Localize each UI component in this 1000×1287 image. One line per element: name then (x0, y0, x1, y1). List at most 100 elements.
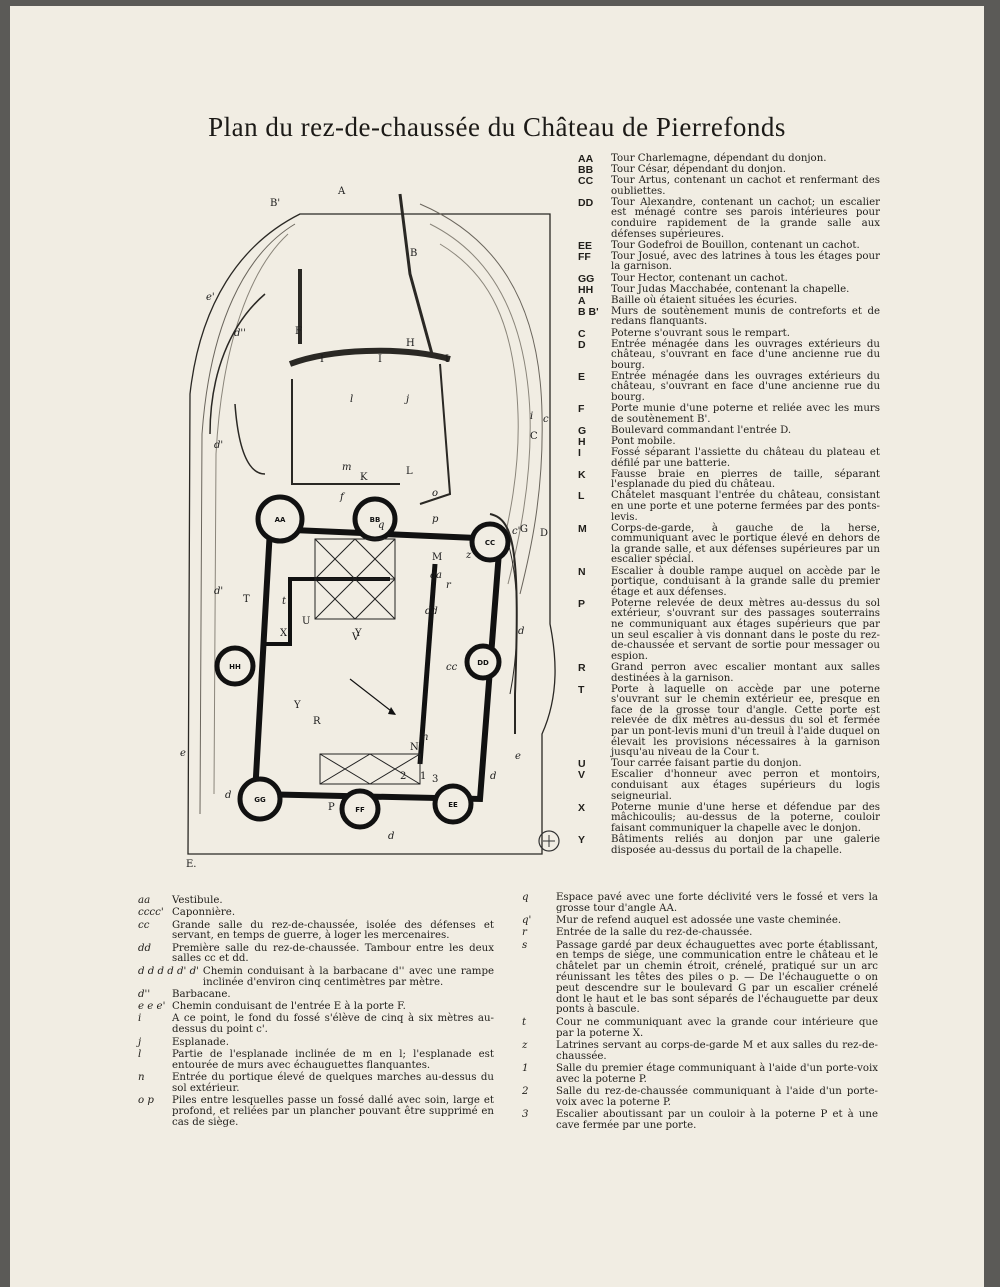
tower-cc-ne (469, 521, 511, 563)
legend-text: Tour carrée faisant partie du donjon. (611, 758, 802, 770)
legend-key: HH (578, 283, 594, 296)
legend-key: X (578, 801, 586, 814)
legend-key: T (578, 683, 585, 696)
legend-key: P (578, 597, 586, 610)
label-dp1: d' (214, 440, 223, 451)
legend-text: Poterne relevée de deux mètres au-dessus… (611, 597, 880, 662)
legend-key: dd (138, 942, 152, 954)
legend-key: cccc' (138, 907, 164, 919)
legend-key: r (522, 927, 527, 939)
legend-text: Espace pavé avec une forte déclivité ver… (556, 892, 878, 914)
legend-text: Salle du premier étage communiquant à l'… (556, 1062, 878, 1085)
legend-key: V (578, 769, 586, 782)
legend-text: Tour Judas Macchabée, contenant la chape… (611, 283, 850, 295)
legend-key: FF (578, 250, 591, 263)
label-y2: Y (293, 700, 301, 711)
label-a: A (337, 186, 346, 197)
tower-ff (339, 788, 381, 830)
legend-key: C (578, 327, 586, 340)
label-one: 1 (420, 771, 426, 782)
label-f-small: f (339, 492, 346, 503)
legend-text: Entrée ménagée dans les ouvrages extérie… (611, 370, 880, 404)
legend-text: Poterne s'ouvrant sous le rempart. (611, 327, 790, 339)
legend-text: Escalier d'honneur avec perron et montoi… (611, 769, 880, 802)
legend-text: Salle du rez-de-chaussée communiquant à … (556, 1086, 878, 1108)
tower-hh (214, 645, 256, 687)
label-l: L (406, 466, 413, 477)
label-m: M (432, 552, 442, 563)
legend-key: i (138, 1013, 142, 1025)
label-f: F (295, 326, 302, 337)
legend-entry: V Escalier d'honneur avec perron et monto… (578, 770, 880, 802)
label-r: R (313, 716, 321, 727)
label-v: V (351, 632, 360, 643)
tower-label-ff: FF (355, 806, 365, 814)
label-x: X (280, 628, 288, 639)
label-i3: I (445, 354, 449, 365)
label-y1: Y (354, 628, 362, 639)
legend-text: Tour César, dépendant du donjon. (611, 164, 786, 176)
legend-text: Tour Godefroi de Bouillon, contenant un … (611, 239, 860, 251)
label-n-small: n (422, 732, 428, 743)
tower-label-dd: DD (477, 659, 489, 667)
label-d1: d (225, 790, 231, 801)
tower-label-cc: CC (485, 539, 495, 547)
legend-text: Porte à laquelle on accède par une poter… (611, 683, 880, 759)
label-ep: e' (206, 292, 215, 303)
legend-text: Vestibule. (172, 895, 223, 906)
legend-key: Y (578, 833, 586, 846)
document-page: Plan du rez-de-chaussée du Château de Pi… (10, 6, 984, 1287)
legend-text: Poterne munie d'une herse et défendue pa… (611, 801, 880, 834)
label-c: C (530, 431, 538, 442)
page-title: Plan du rez-de-chaussée du Château de Pi… (208, 112, 786, 142)
label-t: T (243, 594, 250, 605)
legend-text: Chemin conduisant à la barbacane d'' ave… (202, 965, 494, 988)
legend-key: E (578, 370, 586, 383)
legend-text: Grande salle du rez-de-chaussée, isolée … (172, 919, 494, 942)
legend-key: t (522, 1016, 527, 1028)
label-b: B (410, 248, 417, 259)
legend-text: Baille où étaient situées les écuries. (611, 294, 798, 306)
legend-text: Barbacane. (172, 988, 231, 1000)
legend-key: CC (578, 175, 594, 188)
legend-entry: HH Tour Judas Macchabée, contenant la cha… (578, 283, 880, 296)
legend-text: A ce point, le fond du fossé s'élève de … (172, 1013, 494, 1036)
legend-entry: P Poterne relevée de deux mètres au-dessu… (578, 597, 880, 663)
label-bp: B' (270, 198, 280, 209)
legend-text: Murs de soutènement munis de contreforts… (611, 305, 880, 328)
label-i2: I (378, 354, 382, 365)
legend-text: Cour ne communiquant avec la grande cour… (556, 1016, 878, 1039)
tower-label-gg: GG (254, 796, 266, 804)
tower-dd (464, 643, 502, 681)
legend-key: A (578, 294, 586, 307)
legend-text: Latrines servant au corps-de-garde M et … (556, 1039, 878, 1062)
label-i1: I (320, 354, 324, 365)
legend-text: Tour Josué, avec des latrines à tous les… (611, 250, 880, 273)
legend-key: aa (138, 895, 151, 906)
legend-text: Tour Charlemagne, dépendant du donjon. (611, 153, 827, 164)
label-d2: d (388, 831, 394, 842)
legend-text: Escalier aboutissant par un couloir à la… (556, 1109, 878, 1131)
label-dd-small: dd (425, 606, 438, 617)
label-g: G (520, 524, 528, 535)
legend-text: Pont mobile. (611, 435, 676, 447)
label-three: 3 (432, 774, 438, 785)
label-l-small: l (350, 394, 353, 405)
